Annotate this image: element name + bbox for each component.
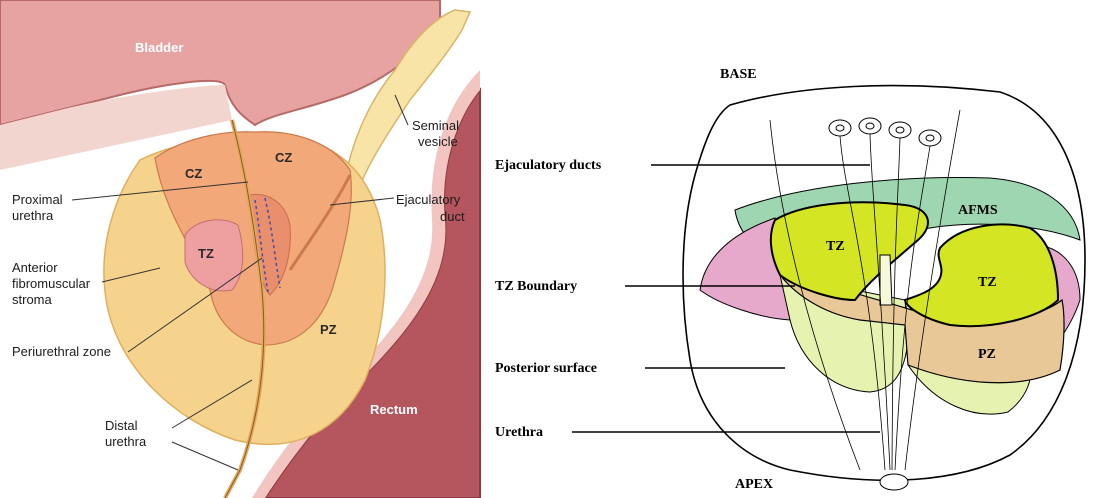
distal-urethra-label-line1: Distal — [105, 418, 138, 433]
pz-right-label: PZ — [978, 347, 996, 362]
anterior-stroma-label-line3: stroma — [12, 292, 53, 307]
proximal-urethra-label-line2: urethra — [12, 208, 54, 223]
ejaculatory-duct-label-line2: duct — [440, 209, 465, 224]
apex-label: APEX — [735, 477, 773, 492]
ejaculatory-duct-label-line1: Ejaculatory — [396, 192, 461, 207]
seminal-vesicle-label-line1: Seminal — [412, 118, 459, 133]
rectum-label: Rectum — [370, 402, 418, 417]
posterior-surface-label: Posterior surface — [495, 361, 597, 376]
tz-label: TZ — [198, 246, 214, 261]
right-diagram: BASE APEX Ejaculatory ducts TZ Boundary … — [495, 67, 1085, 492]
distal-urethra-label-line2: urethra — [105, 434, 147, 449]
tz-right-label: TZ — [978, 275, 997, 290]
periurethral-zone-label: Periurethral zone — [12, 344, 111, 359]
afms-label: AFMS — [958, 203, 998, 218]
anterior-stroma-label-line2: fibromuscular — [12, 276, 91, 291]
apex-urethra-ring — [880, 474, 908, 490]
base-label: BASE — [720, 67, 757, 82]
right-urethra-channel — [880, 255, 892, 305]
proximal-urethra-label-line1: Proximal — [12, 192, 63, 207]
tz-left-label: TZ — [826, 239, 845, 254]
anterior-stroma-label-line1: Anterior — [12, 260, 58, 275]
bladder-label: Bladder — [135, 40, 183, 55]
urethra-label: Urethra — [495, 425, 543, 440]
cz-left-label: CZ — [185, 166, 202, 181]
cz-right-label: CZ — [275, 150, 292, 165]
seminal-vesicle-label-line2: vesicle — [418, 134, 458, 149]
tz-boundary-label: TZ Boundary — [495, 279, 577, 294]
pz-label: PZ — [320, 322, 337, 337]
left-illustration: Bladder Seminal vesicle Ejaculatory duct… — [0, 0, 480, 498]
ejaculatory-ducts-label: Ejaculatory ducts — [495, 158, 602, 173]
